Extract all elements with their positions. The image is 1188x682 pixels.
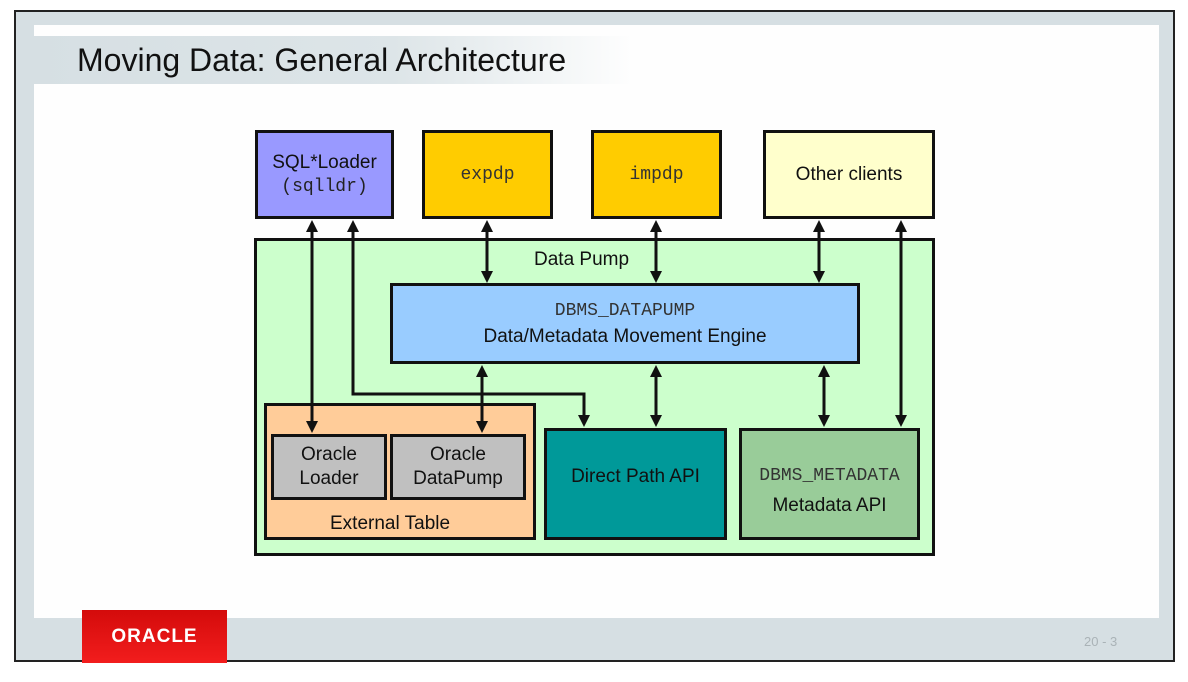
arrowhead [650, 415, 662, 427]
arrowhead [895, 415, 907, 427]
engine-label: Data/Metadata Movement Engine [483, 325, 767, 347]
oracle-logo: ORACLE [82, 610, 227, 663]
arrowhead [578, 415, 590, 427]
oracle-loader-line2: Loader [299, 468, 359, 489]
external-table-label: External Table [330, 513, 451, 534]
arrowhead [481, 271, 493, 283]
title-band [34, 36, 634, 84]
data-pump-label: Data Pump [534, 249, 630, 270]
sqlloader-label: SQL*Loader [272, 151, 377, 173]
arrowhead [818, 365, 830, 377]
arrowhead [650, 220, 662, 232]
arrowhead [813, 271, 825, 283]
dbms-metadata-label: DBMS_METADATA [759, 466, 900, 486]
direct-path-api-label: Direct Path API [571, 466, 700, 487]
sqlldr-label: (sqlldr) [281, 176, 368, 197]
arrowhead [306, 421, 318, 433]
oracle-loader-line1: Oracle [301, 444, 357, 465]
dbms-datapump-label: DBMS_DATAPUMP [554, 300, 696, 321]
arrowhead [650, 365, 662, 377]
oracle-loader-box: Oracle Loader [271, 434, 387, 500]
impdp-label: impdp [629, 164, 684, 185]
arrowhead [895, 220, 907, 232]
oracle-datapump-line2: DataPump [413, 468, 503, 489]
direct-path-api-box: Direct Path API [544, 428, 727, 540]
expdp-client-box: expdp [422, 130, 553, 219]
arrowhead [476, 365, 488, 377]
arrowhead [481, 220, 493, 232]
arrowhead [818, 415, 830, 427]
arrowhead [306, 220, 318, 232]
metadata-api-box: DBMS_METADATA Metadata API [739, 428, 920, 540]
expdp-label: expdp [460, 164, 515, 185]
arrowhead [650, 271, 662, 283]
slide-title: Moving Data: General Architecture [77, 42, 567, 78]
oracle-datapump-line1: Oracle [430, 444, 486, 465]
metadata-api-label: Metadata API [772, 495, 887, 516]
dbms-datapump-engine-box: DBMS_DATAPUMP Data/Metadata Movement Eng… [390, 283, 860, 364]
arrowhead [476, 421, 488, 433]
sqlloader-client-box: SQL*Loader (sqlldr) [255, 130, 394, 219]
arrowhead [813, 220, 825, 232]
other-clients-box: Other clients [763, 130, 935, 219]
oracle-datapump-box: Oracle DataPump [390, 434, 526, 500]
arrow-sqlldr-direct-path [351, 230, 586, 416]
impdp-client-box: impdp [591, 130, 722, 219]
other-clients-label: Other clients [795, 163, 903, 185]
page-number: 20 - 3 [1084, 634, 1118, 649]
arrowhead [347, 220, 359, 232]
